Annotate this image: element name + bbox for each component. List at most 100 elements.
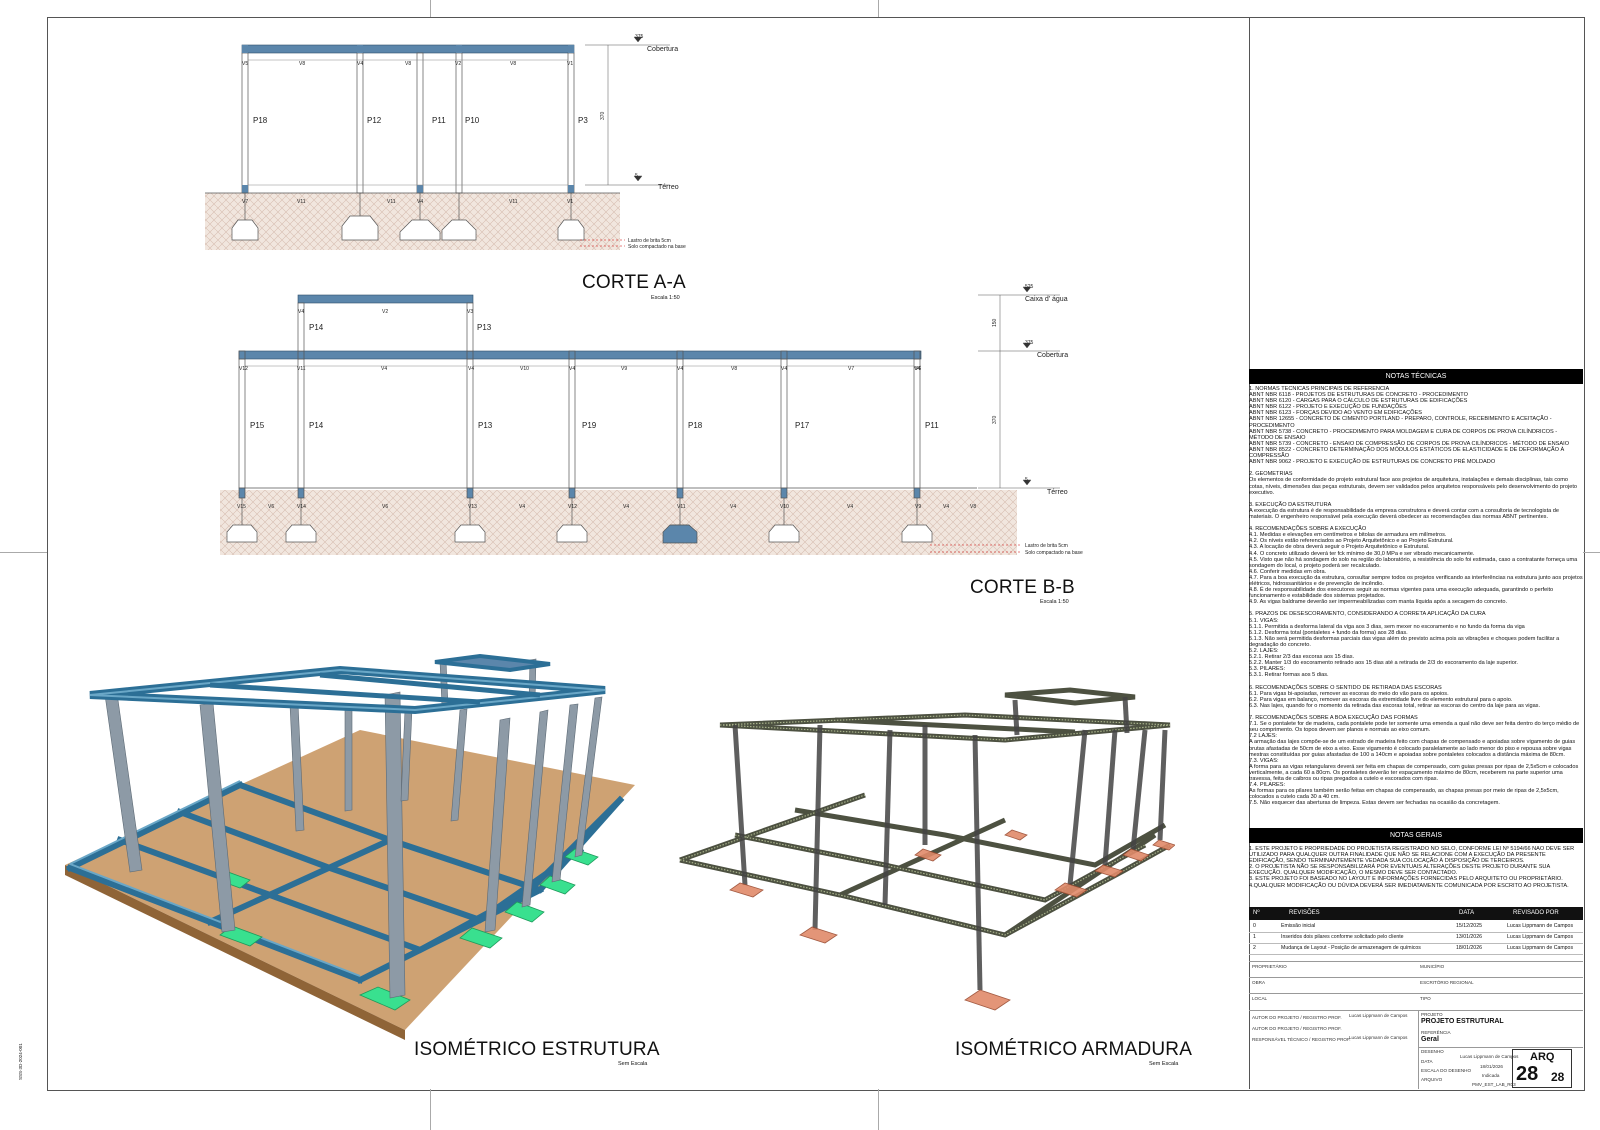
column-base — [297, 487, 305, 499]
footing — [226, 524, 258, 543]
beam-label: V4 — [847, 504, 853, 510]
note-line: 4.7. Para a boa execução da estrutura, c… — [1249, 574, 1583, 587]
beam-label: V8 — [405, 61, 411, 67]
level-bottom-label: Térreo — [1047, 489, 1068, 496]
divider — [1249, 961, 1583, 962]
title-block-divider — [1249, 17, 1250, 1089]
column — [297, 358, 305, 489]
pillar-label: P19 — [582, 421, 597, 430]
note-line: 4.QUALQUER MODIFICAÇÃO OU DÚVIDA DEVERÁ … — [1249, 882, 1569, 889]
special-footing — [662, 524, 698, 544]
note-line: 4.4. O concreto utilizado deverá ter fck… — [1249, 550, 1475, 557]
beam-label: V4 — [730, 504, 736, 510]
arquivo-label: ARQUIVO — [1421, 1077, 1443, 1082]
note-line: 3. EXECUÇÃO DA ESTRUTURA — [1249, 501, 1332, 508]
levels-aa — [580, 36, 670, 247]
beam-label: V14 — [297, 504, 306, 510]
level-bottom-value: 5 — [635, 173, 638, 179]
beam-label: V13 — [468, 504, 477, 510]
autor-label-1: AUTOR DO PROJETO / REGISTRO PROF. — [1252, 1015, 1342, 1020]
note-line: ABNT NBR 6122 - PROJETO E EXECUÇÃO DE FU… — [1249, 404, 1407, 411]
referencia-label: REFERÊNCIA — [1421, 1030, 1451, 1035]
beam-label: V12 — [239, 366, 248, 372]
note-line: 4. RECOMENDAÇÕES SOBRE A EXECUÇÃO — [1249, 526, 1367, 533]
autor-value-1: Lucas Lippmann de Campos — [1349, 1013, 1408, 1018]
beam-label: V6 — [382, 504, 388, 510]
revision-by: Lucas Lippmann de Campos — [1507, 923, 1574, 929]
beam-label: V4 — [381, 366, 387, 372]
divider — [1418, 1047, 1583, 1048]
revision-num: 2 — [1253, 945, 1256, 951]
columns-bb — [226, 302, 933, 544]
note-line: 4.3. A locação de obra deverá seguir o P… — [1249, 544, 1430, 551]
note-line: 4.5. Visto que não há sondagem do solo n… — [1249, 556, 1578, 569]
column-cap — [780, 350, 788, 360]
level-bottom-value: 5 — [1025, 477, 1028, 483]
arquivo-value: PMV_EST_LAB_R03 — [1472, 1082, 1516, 1087]
beam-label: V9 — [915, 504, 921, 510]
column-cap — [238, 350, 246, 360]
column-base — [676, 487, 684, 499]
column-base — [780, 487, 788, 499]
grid-tick — [430, 0, 431, 17]
note-line: 5.2.2. Manter 1/3 do escoramento retirad… — [1249, 660, 1518, 667]
desenho-label: DESENHO — [1421, 1049, 1444, 1054]
beam-label: V4 — [914, 366, 920, 372]
note-line: 4.2. Os níveis estão referenciados ao Pr… — [1249, 538, 1454, 545]
divider — [1249, 1010, 1583, 1011]
beam-label: V11 — [387, 199, 396, 205]
rev-desc-header: REVISÕES — [1289, 910, 1320, 916]
beam-label: V4 — [781, 366, 787, 372]
resp-label: RESPONSÁVEL TÉCNICO / REGISTRO PROF. — [1252, 1037, 1351, 1042]
sheet-code: ARQ — [1530, 1051, 1555, 1063]
pillar-label: P18 — [253, 116, 268, 125]
escala-value: Indicada — [1482, 1073, 1500, 1078]
legend-brita: Lastro de brita 5cm — [1025, 543, 1068, 549]
beam-label: V10 — [520, 366, 529, 372]
divider — [1249, 977, 1583, 978]
resp-value: Lucas Lippmann de Campos — [1349, 1035, 1408, 1040]
beam-label: V11 — [677, 504, 686, 510]
column — [913, 358, 921, 489]
pillar-label: P14 — [309, 323, 324, 332]
data-label: DATA — [1421, 1059, 1433, 1064]
beam-label: V3 — [467, 309, 473, 315]
notas-tecnicas-body: 1. NORMAS TÉCNICAS PRINCIPAIS DE REFERÊN… — [1249, 386, 1583, 823]
level-bottom-label: Térreo — [658, 184, 679, 191]
note-line: Os elementos de conformidade do projeto … — [1249, 477, 1578, 496]
footings-aa — [231, 215, 585, 241]
column — [568, 358, 576, 489]
revision-date: 13/01/2026 — [1456, 934, 1482, 940]
note-line: ABNT NBR 8522 - CONCRETO DETERMINAÇÃO DO… — [1249, 446, 1565, 460]
level-water-label: Caixa d' água — [1025, 296, 1068, 303]
beam-label: V1 — [567, 61, 573, 67]
levels-bb — [930, 286, 1060, 553]
field-proprietario: PROPRIETÁRIO — [1252, 964, 1287, 969]
note-line: 7. RECOMENDAÇÕES SOBRE A BOA EXECUÇÃO DA… — [1249, 715, 1418, 722]
level-top-label: Cobertura — [1037, 352, 1068, 359]
note-line: 5.2.1. Retirar 2/3 das escoras aos 15 di… — [1249, 654, 1355, 661]
revision-num: 0 — [1253, 923, 1256, 929]
pillar-label: P18 — [688, 421, 703, 430]
column — [780, 358, 788, 489]
footing — [901, 524, 933, 543]
dim-upper: 150 — [992, 318, 998, 327]
notas-tecnicas-header: NOTAS TÉCNICAS — [1249, 369, 1583, 384]
column-caps-aa — [242, 45, 574, 193]
side-code: SSS-3D-2024-001 — [18, 1043, 23, 1080]
iso-rebar-title: ISOMÉTRICO ARMADURA — [955, 1039, 1193, 1060]
note-line: 5. PRAZOS DE DESESCORAMENTO, CONSIDERAND… — [1249, 611, 1486, 618]
beam-label: V8 — [970, 504, 976, 510]
legend-solo: Solo compactado na base — [628, 244, 686, 250]
beam-label: V6 — [915, 366, 921, 372]
referencia-value: Geral — [1421, 1036, 1439, 1043]
footing — [556, 524, 588, 543]
column-base — [913, 487, 921, 499]
data-value: 18/01/2026 — [1480, 1064, 1503, 1069]
note-line: 7.1. Se o pontalete for de madeira, cada… — [1249, 721, 1580, 734]
field-obra: OBRA — [1252, 980, 1266, 985]
